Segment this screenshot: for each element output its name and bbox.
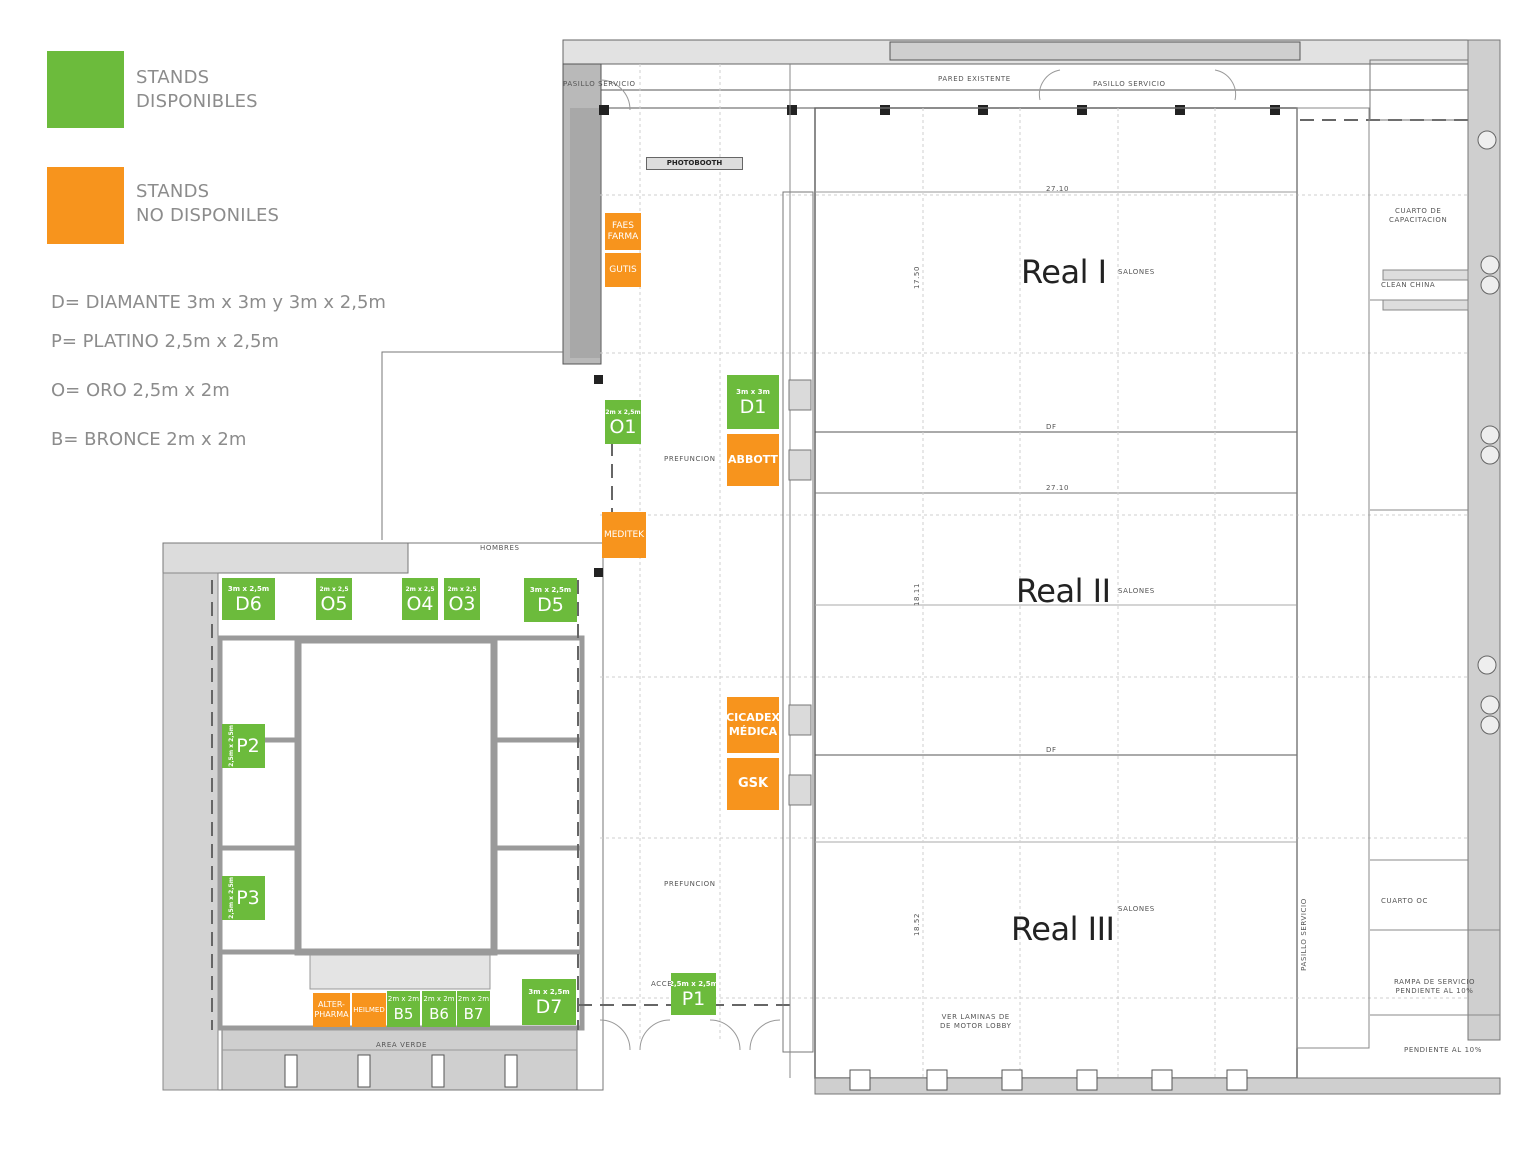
stand-type-diamante: D= DIAMANTE 3m x 3m y 3m x 2,5m <box>51 292 386 313</box>
stand-heilmed[interactable]: HEILMED <box>352 993 386 1027</box>
stand-type-bronce: B= BRONCE 2m x 2m <box>51 429 247 450</box>
df-label-1: DF <box>1046 423 1057 431</box>
stand-gsk-name: GSK <box>737 776 769 791</box>
stand-faes-farma-name: FAES FARMA <box>607 220 639 242</box>
label-rampa-servicio: RAMPA DE SERVICIO PENDIENTE AL 10% <box>1394 978 1476 995</box>
label-clean-china: CLEAN CHINA <box>1381 281 1436 289</box>
label-prefuncion-1: PREFUNCION <box>664 455 716 463</box>
stand-cicadex-medica[interactable]: CICADEX MÉDICA <box>727 697 779 753</box>
stand-b7-code: B7 <box>463 1004 484 1023</box>
hall-real-2-tag: SALONES <box>1118 587 1155 595</box>
stand-o1-size: 2m x 2,5m <box>605 408 641 416</box>
stand-o5[interactable]: 2m x 2,5 O5 <box>316 578 352 620</box>
hall-real-3: Real III <box>1011 910 1115 948</box>
stand-o4-code: O4 <box>406 592 434 615</box>
legend-unavailable-swatch <box>47 167 124 244</box>
dimension-label-2: 27.10 <box>1046 484 1070 492</box>
stand-gutis-name: GUTIS <box>609 265 637 275</box>
legend-unavailable-label: STANDS NO DISPONILES <box>136 181 280 226</box>
stand-d7[interactable]: 3m x 2,5m D7 <box>522 979 576 1025</box>
dimension-label-v3: 18.52 <box>913 912 922 937</box>
stand-p2[interactable]: 2,5m x 2,5m P2 <box>222 724 265 768</box>
stand-p1[interactable]: 2,5m x 2,5m P1 <box>671 973 716 1015</box>
stand-d5-code: D5 <box>537 593 564 616</box>
stand-faes-farma[interactable]: FAES FARMA <box>605 213 641 250</box>
stand-b6-code: B6 <box>429 1004 449 1023</box>
stand-d7-code: D7 <box>535 995 563 1018</box>
stand-type-oro: O= ORO 2,5m x 2m <box>51 380 230 401</box>
photobooth-label: PHOTOBOOTH <box>646 157 743 170</box>
label-cuarto-capacitacion: CUARTO DE CAPACITACION <box>1389 207 1448 224</box>
label-hombres: HOMBRES <box>480 544 520 552</box>
stand-b7-size: 2m x 2m <box>457 994 490 1003</box>
stand-p2-code: P2 <box>236 735 260 757</box>
stand-heilmed-name: HEILMED <box>353 1006 385 1014</box>
stand-d5[interactable]: 3m x 2,5m D5 <box>524 578 577 622</box>
df-label-2: DF <box>1046 746 1057 754</box>
stand-d6-code: D6 <box>235 592 262 615</box>
stand-d1[interactable]: 3m x 3m D1 <box>727 375 779 429</box>
dimension-label-v2: 18.11 <box>913 582 922 607</box>
label-pasillo-servicio-left: PASILLO SERVICIO <box>563 80 636 88</box>
stand-p3-size: 2,5m x 2,5m <box>228 877 236 919</box>
dimension-label-v1: 17.50 <box>913 265 922 290</box>
stand-alter-pharma[interactable]: ALTER- PHARMA <box>313 993 350 1027</box>
stand-abbott-name: ABBOTT <box>728 453 778 466</box>
stand-d1-size: 3m x 3m <box>736 387 770 396</box>
stand-b5-code: B5 <box>393 1004 414 1023</box>
legend-available-swatch <box>47 51 124 128</box>
stand-o1-code: O1 <box>609 415 637 438</box>
label-area-verde: AREA VERDE <box>376 1041 427 1049</box>
stand-d5-size: 3m x 2,5m <box>529 585 572 594</box>
stand-cicadex-medica-name: CICADEX MÉDICA <box>727 711 779 738</box>
stand-o1[interactable]: 2m x 2,5m O1 <box>605 400 641 444</box>
label-pasillo-vertical: PASILLO SERVICIO <box>1299 898 1308 971</box>
label-pendiente: PENDIENTE AL 10% <box>1404 1046 1482 1054</box>
label-pasillo-servicio: PASILLO SERVICIO <box>1093 80 1166 88</box>
stand-meditek[interactable]: MEDITEK <box>602 512 646 558</box>
label-pared-existente: PARED EXISTENTE <box>938 75 1011 83</box>
stand-abbott[interactable]: ABBOTT <box>727 434 779 486</box>
stand-alter-pharma-name: ALTER- PHARMA <box>314 1000 349 1019</box>
stand-p2-size: 2,5m x 2,5m <box>228 725 236 767</box>
stand-p3[interactable]: 2,5m x 2,5m P3 <box>222 876 265 920</box>
hall-real-2: Real II <box>1016 572 1111 610</box>
label-ver-laminas: VER LAMINAS DE DE MOTOR LOBBY <box>940 1013 1012 1030</box>
stand-b5[interactable]: 2m x 2m B5 <box>387 991 420 1027</box>
stand-p1-size: 2,5m x 2,5m <box>671 979 716 988</box>
label-acceso: ACCESO <box>651 980 684 988</box>
stand-d1-code: D1 <box>739 395 767 418</box>
stand-d6[interactable]: 3m x 2,5m D6 <box>222 578 275 620</box>
stand-d6-size: 3m x 2,5m <box>227 584 270 593</box>
stand-gutis[interactable]: GUTIS <box>605 253 641 287</box>
stand-o3-code: O3 <box>448 592 476 615</box>
stand-meditek-name: MEDITEK <box>603 530 645 540</box>
stand-o3[interactable]: 2m x 2,5 O3 <box>444 578 480 620</box>
stand-p1-code: P1 <box>681 987 706 1010</box>
stand-o5-size: 2m x 2,5 <box>319 585 349 593</box>
label-prefuncion-2: PREFUNCION <box>664 880 716 888</box>
hall-real-1-tag: SALONES <box>1118 268 1155 276</box>
legend-available-label: STANDS DISPONIBLES <box>136 67 258 112</box>
stand-o4[interactable]: 2m x 2,5 O4 <box>402 578 438 620</box>
hall-real-1: Real I <box>1021 253 1107 291</box>
stand-o5-code: O5 <box>320 592 348 615</box>
stand-o4-size: 2m x 2,5 <box>405 585 435 593</box>
stand-type-platino: P= PLATINO 2,5m x 2,5m <box>51 331 279 352</box>
stand-gsk[interactable]: GSK <box>727 758 779 810</box>
stand-o3-size: 2m x 2,5 <box>447 585 477 593</box>
stand-b5-size: 2m x 2m <box>387 994 420 1003</box>
stand-b7[interactable]: 2m x 2m B7 <box>457 991 490 1027</box>
label-cuarto: CUARTO OC <box>1381 897 1428 905</box>
stand-p3-code: P3 <box>236 887 260 909</box>
dimension-label-1: 27.10 <box>1046 185 1070 193</box>
stand-b6-size: 2m x 2m <box>423 994 455 1003</box>
hall-real-3-tag: SALONES <box>1118 905 1155 913</box>
stand-b6[interactable]: 2m x 2m B6 <box>422 991 456 1027</box>
stand-d7-size: 3m x 2,5m <box>528 987 570 996</box>
